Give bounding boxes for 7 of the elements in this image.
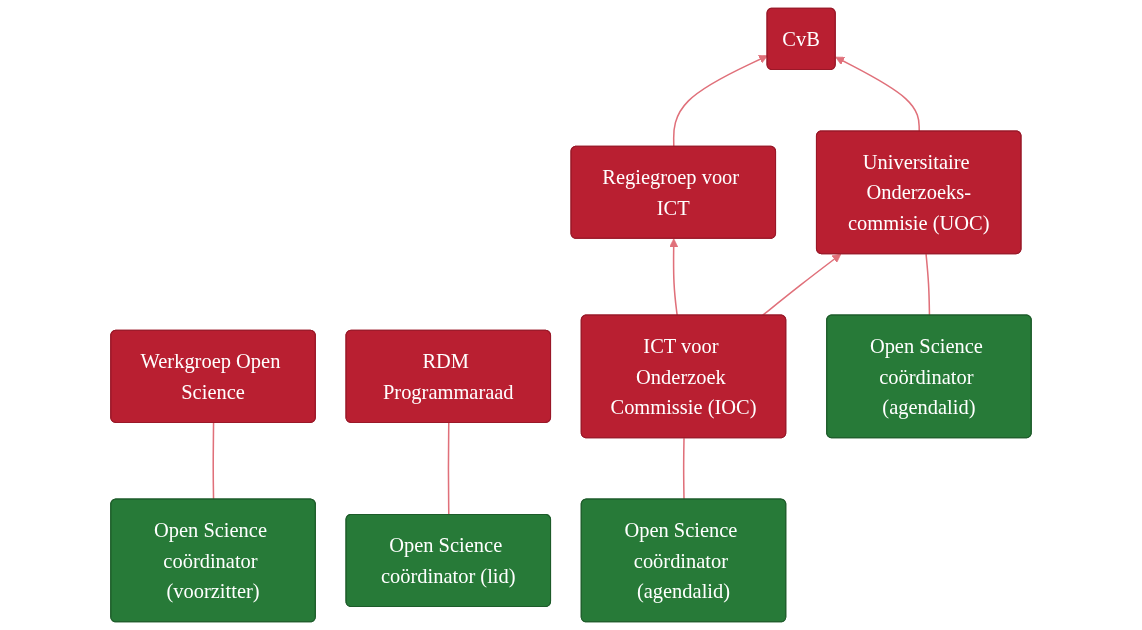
arrow xyxy=(672,55,768,148)
connector xyxy=(682,437,685,501)
arrow xyxy=(761,253,842,317)
arrow xyxy=(669,238,679,317)
connector xyxy=(925,253,931,317)
connector xyxy=(447,422,450,516)
connector xyxy=(212,422,215,501)
